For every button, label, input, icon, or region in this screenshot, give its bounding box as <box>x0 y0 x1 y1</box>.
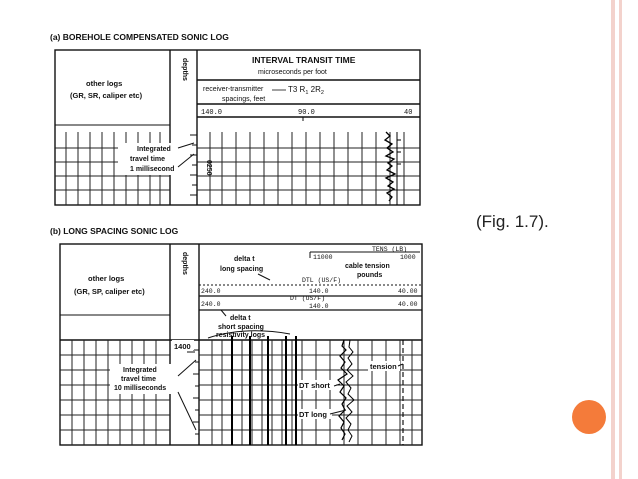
log-b-depth-box <box>172 340 194 350</box>
log-b-tension-label: tension <box>370 362 397 371</box>
log-b-dt-short-pointer <box>333 383 341 387</box>
log-b-cable-2: pounds <box>357 272 382 279</box>
log-b-tens-label: TENS (LB) <box>372 246 407 253</box>
log-b-dtl-left: 240.0 <box>201 288 221 295</box>
log-b-other-logs-sub: (GR, SP, caliper etc) <box>74 287 145 296</box>
log-a-frame <box>54 49 421 206</box>
log-b-delta-short-3: resistivity logs <box>216 332 265 339</box>
log-a-other-logs-sub: (GR, SR, caliper etc) <box>70 91 143 100</box>
slide-border-rail <box>611 0 615 479</box>
log-a-title: (a) BOREHOLE COMPENSATED SONIC LOG <box>50 32 229 42</box>
log-b-header-lines <box>199 251 422 311</box>
slide-border-rail-inner <box>619 0 622 479</box>
log-a-depths-label: depths <box>181 58 188 81</box>
log-a-integrator-ticks <box>397 139 401 177</box>
log-b-dt-short-box <box>298 380 336 390</box>
log-b-delta-short-arrow <box>220 309 227 317</box>
log-b-tens-left: 11000 <box>313 254 333 261</box>
log-b-dt-long-curve <box>345 339 355 443</box>
log-b-dtl-right: 40.00 <box>398 288 418 295</box>
log-a-grid <box>55 132 420 205</box>
log-b-resistivity-bracket <box>207 330 291 339</box>
log-a-annotation-arrows <box>177 142 195 168</box>
log-b-delta-short-2: short spacing <box>218 324 264 331</box>
log-b-dt-long-pointer <box>329 409 347 415</box>
log-a-annot-1: Integrated <box>137 146 171 153</box>
log-b-dt-short-curve <box>337 339 348 441</box>
log-a-rx-line2: spacings, feet <box>222 96 265 103</box>
log-b-dt-right: 40.00 <box>398 301 418 308</box>
log-b-dt-long-label: DT long <box>299 410 327 419</box>
log-a-scale-mid: 90.0 <box>298 109 315 117</box>
log-a-rx-line1: receiver-transmitter <box>203 86 264 93</box>
log-b-delta-long-arrow <box>257 273 271 281</box>
log-b-delta-short-1: delta t <box>230 315 251 322</box>
log-b-dt-label: DT (US/F) <box>290 295 325 302</box>
log-b-dt-short-label: DT short <box>299 381 330 390</box>
log-a-annot-3: 1 millisecond <box>130 166 174 173</box>
log-b-delta-long-1: delta t <box>234 256 255 263</box>
log-b-annot-2: travel time <box>121 376 156 383</box>
log-a-header-title: INTERVAL TRANSIT TIME <box>252 55 356 65</box>
figure-caption: (Fig. 1.7). <box>476 212 549 231</box>
log-a-header-sub: microseconds per foot <box>258 69 327 76</box>
log-b-dt-long-box <box>298 409 332 419</box>
log-b-tension-pointer <box>397 363 404 367</box>
log-b-tens-right: 1000 <box>400 254 416 261</box>
log-a-other-logs: other logs <box>86 79 122 88</box>
log-b-dt-left: 240.0 <box>201 301 221 308</box>
log-b-annotation-box <box>110 364 172 394</box>
log-b-depths-label: depths <box>181 252 188 275</box>
log-b-cable-1: cable tension <box>345 263 390 270</box>
log-b-annot-1: Integrated <box>123 367 157 374</box>
log-a-depth-value: 0250 <box>205 160 212 176</box>
log-b-annot-3: 10 milliseconds <box>114 385 166 392</box>
accent-dot <box>572 400 606 434</box>
log-a-annotation-box <box>118 143 190 175</box>
log-b-dtl-label: DTL (US/F) <box>302 277 341 284</box>
log-b-tension-box <box>368 361 400 371</box>
log-b-depth-ticks <box>193 349 199 435</box>
log-b-annotation-arrows <box>177 359 197 431</box>
log-b-depth-value: 1400 <box>174 342 191 351</box>
log-a-sonic-curve <box>383 131 397 202</box>
log-a-annot-2: travel time <box>130 156 165 163</box>
log-b-frame <box>59 243 423 446</box>
log-a-scale-left: 140.0 <box>201 109 222 117</box>
log-a-rx-symbols: T3 R1 2R2 <box>288 85 324 96</box>
log-b-title: (b) LONG SPACING SONIC LOG <box>50 226 179 236</box>
log-a-scale-right: 40 <box>404 109 412 117</box>
log-b-delta-long-2: long spacing <box>220 266 263 273</box>
log-b-other-logs: other logs <box>88 274 124 283</box>
log-b-resistivity-traces <box>231 336 297 445</box>
log-b-dtl-mid: 140.0 <box>309 288 329 295</box>
log-b-dt-mid: 140.0 <box>309 303 329 310</box>
